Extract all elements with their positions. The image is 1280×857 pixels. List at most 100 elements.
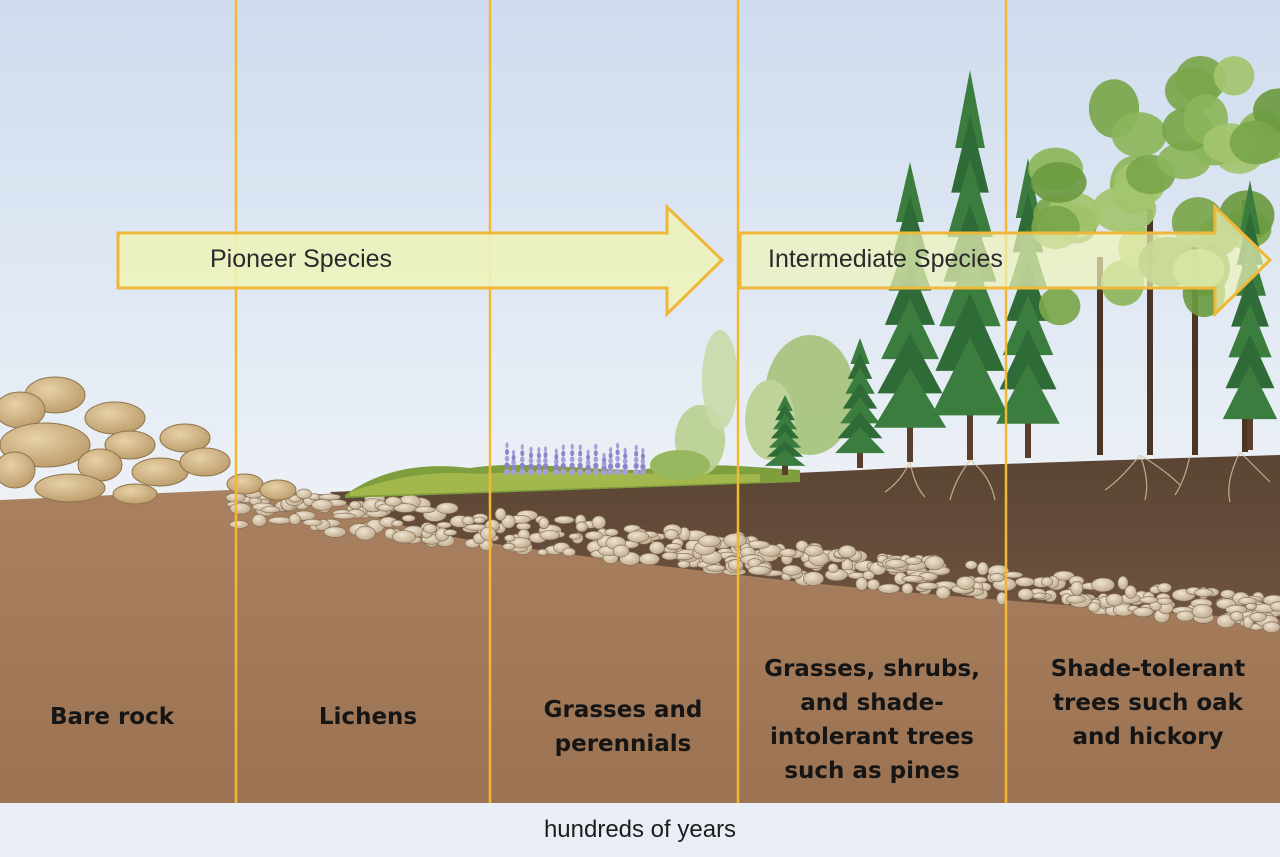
flower-petal — [561, 444, 565, 451]
flower-petal — [585, 459, 591, 466]
pebble — [584, 530, 604, 541]
flower-petal — [511, 454, 516, 461]
pebble — [862, 570, 875, 580]
flower-petal — [542, 463, 549, 470]
pebble — [1124, 585, 1137, 599]
pebble — [1015, 577, 1035, 587]
pebble — [1249, 612, 1267, 622]
pebble — [976, 561, 989, 576]
stage-label-grasses-perennials: Grasses and perennials — [543, 697, 703, 757]
pebble — [838, 544, 857, 558]
flower-petal — [560, 469, 567, 475]
flower-petal — [519, 469, 526, 475]
pine-tree — [835, 338, 885, 468]
pebble — [956, 576, 976, 590]
flower-petal — [608, 452, 613, 459]
flower-petal — [520, 444, 524, 450]
flower-petal — [585, 464, 591, 471]
flower-petal — [520, 456, 525, 463]
flower-petal — [615, 449, 620, 456]
pebble — [515, 522, 531, 531]
stage-dividers — [234, 0, 1008, 803]
flower-petal — [593, 450, 598, 457]
flower-petal — [570, 443, 574, 450]
pebble — [480, 526, 497, 541]
flower-petal — [554, 458, 559, 465]
flower-petal — [601, 469, 608, 475]
pebble — [501, 514, 516, 529]
flower-petal — [528, 457, 534, 464]
pebble — [288, 513, 301, 526]
flower-petal — [615, 462, 621, 469]
flower-petal — [594, 443, 598, 450]
flower-petal — [554, 448, 558, 455]
pebble — [1139, 596, 1159, 604]
bare-rock-boulders — [0, 376, 297, 505]
flower-petal — [561, 456, 566, 463]
flower-petal — [553, 469, 560, 475]
pebble — [494, 507, 507, 521]
pebble — [1087, 602, 1101, 613]
pebble — [261, 506, 281, 514]
pebble — [626, 530, 650, 543]
flower-petal — [543, 452, 548, 458]
pebble — [855, 577, 868, 591]
pebble — [502, 542, 516, 551]
pebble — [901, 575, 924, 583]
flower-petal — [640, 453, 645, 460]
flower-petal — [578, 450, 583, 457]
flower-petal — [640, 463, 646, 470]
flower-petal — [553, 463, 559, 470]
pebble — [562, 547, 576, 557]
flower-petal — [510, 464, 517, 471]
flower-petal — [609, 447, 613, 453]
pebble — [705, 564, 726, 572]
pebble — [989, 573, 1005, 583]
pebble — [568, 533, 581, 540]
pebble — [866, 578, 880, 591]
flower-petal — [543, 457, 548, 464]
pebble — [1132, 606, 1154, 618]
pebble — [538, 517, 550, 530]
pebble — [723, 533, 747, 548]
pebble — [877, 583, 901, 594]
flower-petal — [511, 459, 516, 466]
pebble — [355, 525, 376, 541]
pebble — [779, 548, 797, 558]
lupine-flowers — [504, 442, 646, 475]
pebble — [443, 529, 458, 536]
pebble — [1176, 610, 1195, 622]
flower-petal — [616, 442, 620, 449]
pebble — [1194, 588, 1214, 598]
flower-petal — [608, 458, 613, 464]
pebble — [1065, 594, 1086, 604]
pebble — [413, 506, 436, 514]
flower-petal — [536, 463, 542, 470]
flower-petal — [623, 447, 627, 454]
flower-petal — [543, 446, 548, 453]
flower-petal — [569, 469, 576, 475]
pebble — [461, 515, 475, 526]
pebble — [639, 552, 660, 566]
pebble — [537, 548, 549, 556]
flower-petal — [601, 464, 607, 471]
pebble — [591, 515, 606, 530]
stage-label-lichens: Lichens — [318, 704, 418, 730]
pebble — [318, 493, 341, 501]
flower-petal — [504, 455, 510, 462]
flower-petal — [634, 450, 639, 457]
flower-petal — [570, 450, 575, 457]
pebble — [1041, 576, 1054, 587]
flower-petal — [585, 469, 592, 475]
pebble — [924, 555, 945, 571]
pebble-layer — [225, 481, 1280, 633]
flower-petal — [602, 456, 607, 463]
pebble — [311, 499, 333, 511]
flower-petal — [520, 450, 525, 457]
pebble — [504, 534, 516, 542]
pebble — [727, 559, 744, 571]
pebble — [665, 543, 682, 550]
flower-petal — [510, 469, 517, 475]
